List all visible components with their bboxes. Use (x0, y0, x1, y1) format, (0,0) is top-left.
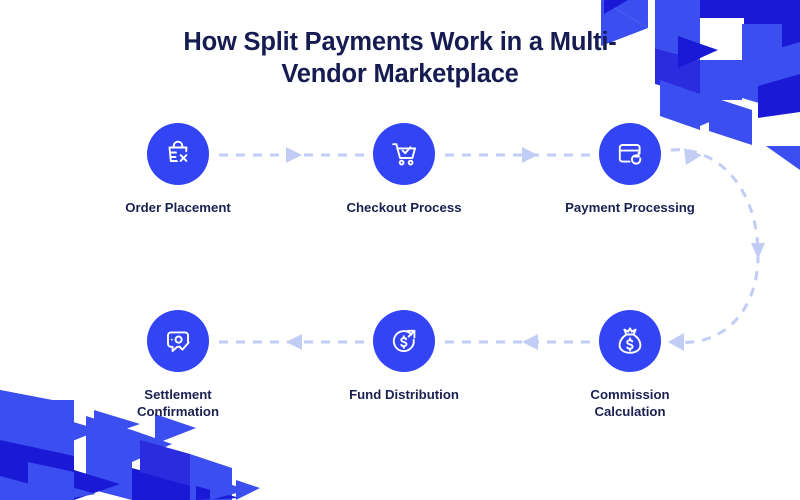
step-label: Commission Calculation (590, 387, 670, 419)
page-title: How Split Payments Work in a Multi-Vendo… (183, 28, 617, 88)
shopping-cart-check-icon (392, 143, 416, 166)
connector-3-to-4 (668, 148, 765, 351)
shopping-bag-x-icon (168, 140, 191, 165)
step-order-placement[interactable]: Order Placement (103, 123, 253, 216)
step-icon-circle[interactable] (599, 123, 661, 185)
step-label: Checkout Process (346, 200, 462, 215)
step-icon-circle[interactable] (147, 310, 209, 372)
step-label: Fund Distribution (349, 387, 459, 402)
connector-4-to-5 (445, 334, 590, 350)
step-checkout-process[interactable]: Checkout Process (329, 123, 479, 216)
step-icon-circle[interactable] (373, 310, 435, 372)
step-fund-distribution[interactable]: Fund Distribution (329, 310, 479, 403)
step-icon-circle[interactable] (599, 310, 661, 372)
connector-2-to-3 (445, 147, 590, 163)
message-check-icon (167, 331, 190, 352)
step-label: Order Placement (125, 200, 231, 215)
step-icon-circle[interactable] (373, 123, 435, 185)
step-label: Payment Processing (565, 200, 695, 215)
step-label: Settlement Confirmation (136, 387, 220, 419)
connector-1-to-2 (219, 147, 364, 163)
step-commission-calculation[interactable]: Commission Calculation (555, 310, 705, 420)
dollar-circle-arrow-icon (392, 329, 416, 352)
step-icon-circle[interactable] (147, 123, 209, 185)
step-settlement-confirmation[interactable]: Settlement Confirmation (103, 310, 253, 420)
money-bag-dollar-icon (618, 327, 642, 354)
step-payment-processing[interactable]: Payment Processing (555, 123, 705, 216)
connector-5-to-6 (219, 334, 364, 350)
credit-card-refresh-icon (618, 144, 642, 165)
